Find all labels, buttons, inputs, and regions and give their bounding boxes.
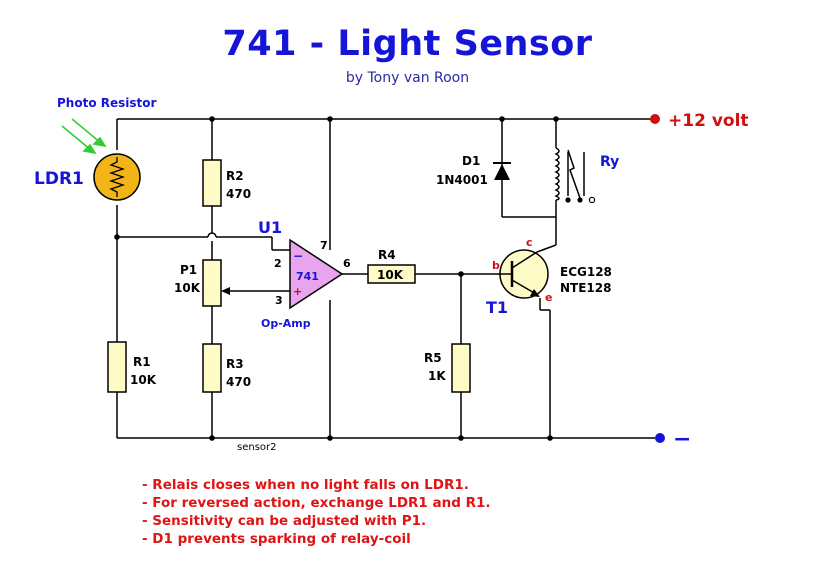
notes-list: - Relais closes when no light falls on L… xyxy=(142,476,491,548)
svg-text:c: c xyxy=(526,236,533,249)
ldr1-label: LDR1 xyxy=(34,169,84,189)
note-item: - Sensitivity can be adjusted with P1. xyxy=(142,513,427,529)
svg-text:2: 2 xyxy=(274,257,282,270)
photo-resistor-label: Photo Resistor xyxy=(57,96,156,110)
svg-text:D1: D1 xyxy=(462,154,480,168)
svg-text:7: 7 xyxy=(320,239,328,252)
op-amp-caption: Op-Amp xyxy=(261,317,311,330)
svg-text:470: 470 xyxy=(226,187,251,201)
light-arrows-icon xyxy=(61,118,107,155)
svg-text:6: 6 xyxy=(343,257,351,270)
svg-text:1N4001: 1N4001 xyxy=(436,173,488,187)
relay-label: Ry xyxy=(600,154,619,170)
ldr1-component: Photo Resistor LDR1 xyxy=(34,96,156,201)
r3-resistor: R3 470 xyxy=(202,343,251,393)
r4-resistor: R4 10K xyxy=(367,248,416,284)
svg-text:3: 3 xyxy=(275,294,283,307)
positive-supply-terminal xyxy=(650,114,660,124)
relay-ry: Ry xyxy=(554,147,619,204)
svg-text:P1: P1 xyxy=(180,263,197,277)
op-amp-chip-label: 741 xyxy=(296,270,319,283)
svg-text:R1: R1 xyxy=(133,355,151,369)
r2-resistor: R2 470 xyxy=(202,159,251,207)
svg-text:ECG128: ECG128 xyxy=(560,265,612,279)
svg-text:470: 470 xyxy=(226,375,251,389)
junction-dots xyxy=(114,116,559,441)
svg-text:b: b xyxy=(492,259,500,272)
negative-supply-terminal xyxy=(655,433,665,443)
svg-text:10K: 10K xyxy=(130,373,157,387)
svg-text:e: e xyxy=(545,291,552,304)
note-item: - D1 prevents sparking of relay-coil xyxy=(142,531,411,547)
supply-positive-label: +12 volt xyxy=(668,111,749,131)
svg-text:R5: R5 xyxy=(424,351,442,365)
svg-text:R2: R2 xyxy=(226,169,244,183)
t1-label: T1 xyxy=(486,298,508,317)
svg-text:NTE128: NTE128 xyxy=(560,281,611,295)
note-item: - Relais closes when no light falls on L… xyxy=(142,477,469,493)
svg-text:1K: 1K xyxy=(428,369,446,383)
byline: by Tony van Roon xyxy=(345,70,470,86)
svg-text:10K: 10K xyxy=(377,268,404,282)
svg-text:+: + xyxy=(293,285,302,298)
p1-potentiometer: P1 10K xyxy=(174,259,230,307)
sensor-caption: sensor2 xyxy=(237,442,277,453)
op-amp-u1: U1 741 − + 2 3 6 7 Op-Amp xyxy=(258,218,351,330)
t1-transistor: b c e T1 ECG128 NTE128 xyxy=(486,236,612,317)
page-title: 741 - Light Sensor xyxy=(222,24,593,64)
r5-resistor: R5 1K xyxy=(424,343,471,393)
svg-text:R3: R3 xyxy=(226,357,244,371)
svg-text:R4: R4 xyxy=(378,248,396,262)
svg-text:−: − xyxy=(293,249,303,263)
wires xyxy=(116,118,655,439)
supply-negative-label: − xyxy=(673,427,691,452)
u1-label: U1 xyxy=(258,218,282,237)
d1-diode: D1 1N4001 xyxy=(436,145,511,188)
note-item: - For reversed action, exchange LDR1 and… xyxy=(142,495,491,511)
r1-resistor: R1 10K xyxy=(107,341,157,393)
svg-text:10K: 10K xyxy=(174,281,201,295)
